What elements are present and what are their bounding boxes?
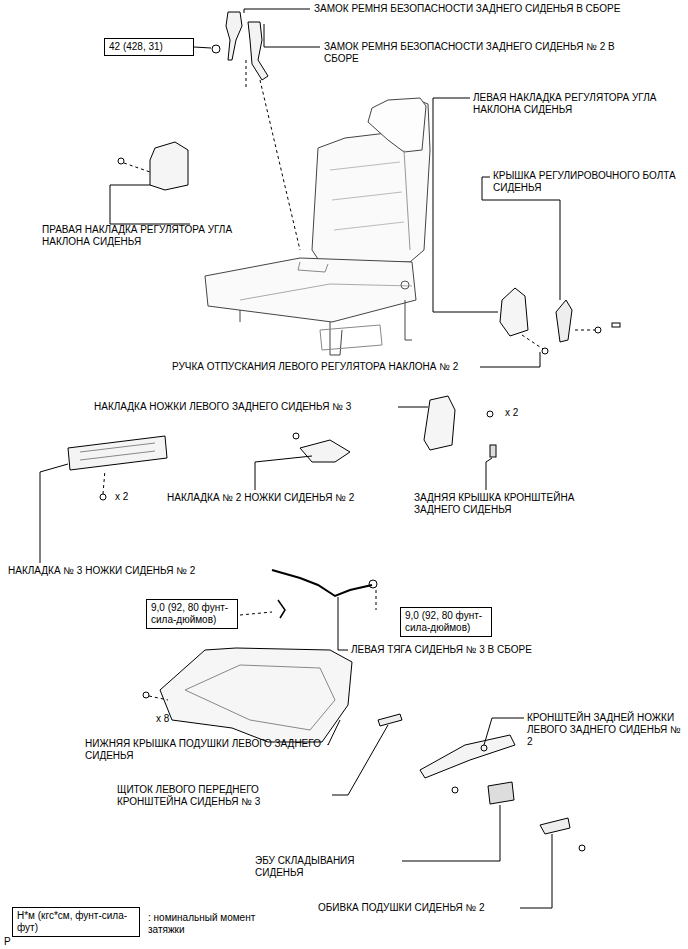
part-label: ЩИТОК ЛЕВОГО ПЕРЕДНЕГО КРОНШТЕЙНА СИДЕНЬ… xyxy=(117,784,329,808)
seat-drawing xyxy=(205,98,430,355)
part-label: ЗАМОК РЕМНЯ БЕЗОПАСНОСТИ ЗАДНЕГО СИДЕНЬЯ… xyxy=(314,3,682,15)
part-label: НАКЛАДКА НОЖКИ ЛЕВОГО ЗАДНЕГО СИДЕНЬЯ № … xyxy=(94,401,394,413)
legend-text: : номинальный момент затяжки xyxy=(148,912,273,936)
buckle-parts xyxy=(212,12,300,250)
part-label: ЭБУ СКЛАДЫВАНИЯ СИДЕНЬЯ xyxy=(255,855,400,879)
part-label: НАКЛАДКА № 3 НОЖКИ СИДЕНЬЯ № 2 xyxy=(8,565,268,577)
part-label: НАКЛАДКА № 2 НОЖКИ СИДЕНЬЯ № 2 xyxy=(167,492,407,504)
rod-part xyxy=(240,570,377,618)
part-label: ЗАМОК РЕМНЯ БЕЗОПАСНОСТИ ЗАДНЕГО СИДЕНЬЯ… xyxy=(324,41,644,65)
box-text: 9,0 (92, 80 фунт-сила-дюймов) xyxy=(405,610,487,634)
part-label: ЗАДНЯЯ КРЫШКА КРОНШТЕЙНА ЗАДНЕГО СИДЕНЬЯ xyxy=(414,492,619,516)
part-label: КРЫШКА РЕГУЛИРОВОЧНОГО БОЛТА СИДЕНЬЯ xyxy=(493,170,678,194)
part-label: ЛЕВАЯ НАКЛАДКА РЕГУЛЯТОРА УГЛА НАКЛОНА С… xyxy=(473,92,683,116)
leg-cover-parts xyxy=(68,396,496,500)
torque-spec-box: 9,0 (92, 80 фунт-сила-дюймов) xyxy=(146,599,238,629)
part-label: НИЖНЯЯ КРЫШКА ПОДУШКИ ЛЕВОГО ЗАДНЕГО СИД… xyxy=(85,738,325,762)
box-text: Н*м (кгс*см, фунт-сила-фут) xyxy=(17,910,135,934)
torque-spec-box: 9,0 (92, 80 фунт-сила-дюймов) xyxy=(400,607,492,637)
box-text: 9,0 (92, 80 фунт-сила-дюймов) xyxy=(151,602,233,626)
part-label: x 2 xyxy=(115,491,145,503)
leader-lines xyxy=(40,9,560,908)
part-label: КРОНШТЕЙН ЗАДНЕЙ НОЖКИ ЛЕВОГО ЗАДНЕГО СИ… xyxy=(527,712,682,748)
part-label: РУЧКА ОТПУСКАНИЯ ЛЕВОГО РЕГУЛЯТОРА НАКЛО… xyxy=(172,361,477,373)
box-text: 42 (428, 31) xyxy=(109,41,189,53)
part-label: ЛЕВАЯ ТЯГА СИДЕНЬЯ № 3 В СБОРЕ xyxy=(351,644,611,656)
part-label: x 8 xyxy=(156,713,186,725)
part-label: P xyxy=(4,936,24,948)
part-label: ПРАВАЯ НАКЛАДКА РЕГУЛЯТОРА УГЛА НАКЛОНА … xyxy=(42,224,247,248)
torque-spec-box: 42 (428, 31) xyxy=(104,38,194,56)
lower-cover-part xyxy=(143,648,352,742)
part-label: ОБИВКА ПОДУШКИ СИДЕНЬЯ № 2 xyxy=(318,902,518,914)
part-label: x 2 xyxy=(505,407,535,419)
torque-spec-box: Н*м (кгс*см, фунт-сила-фут) xyxy=(12,907,140,937)
